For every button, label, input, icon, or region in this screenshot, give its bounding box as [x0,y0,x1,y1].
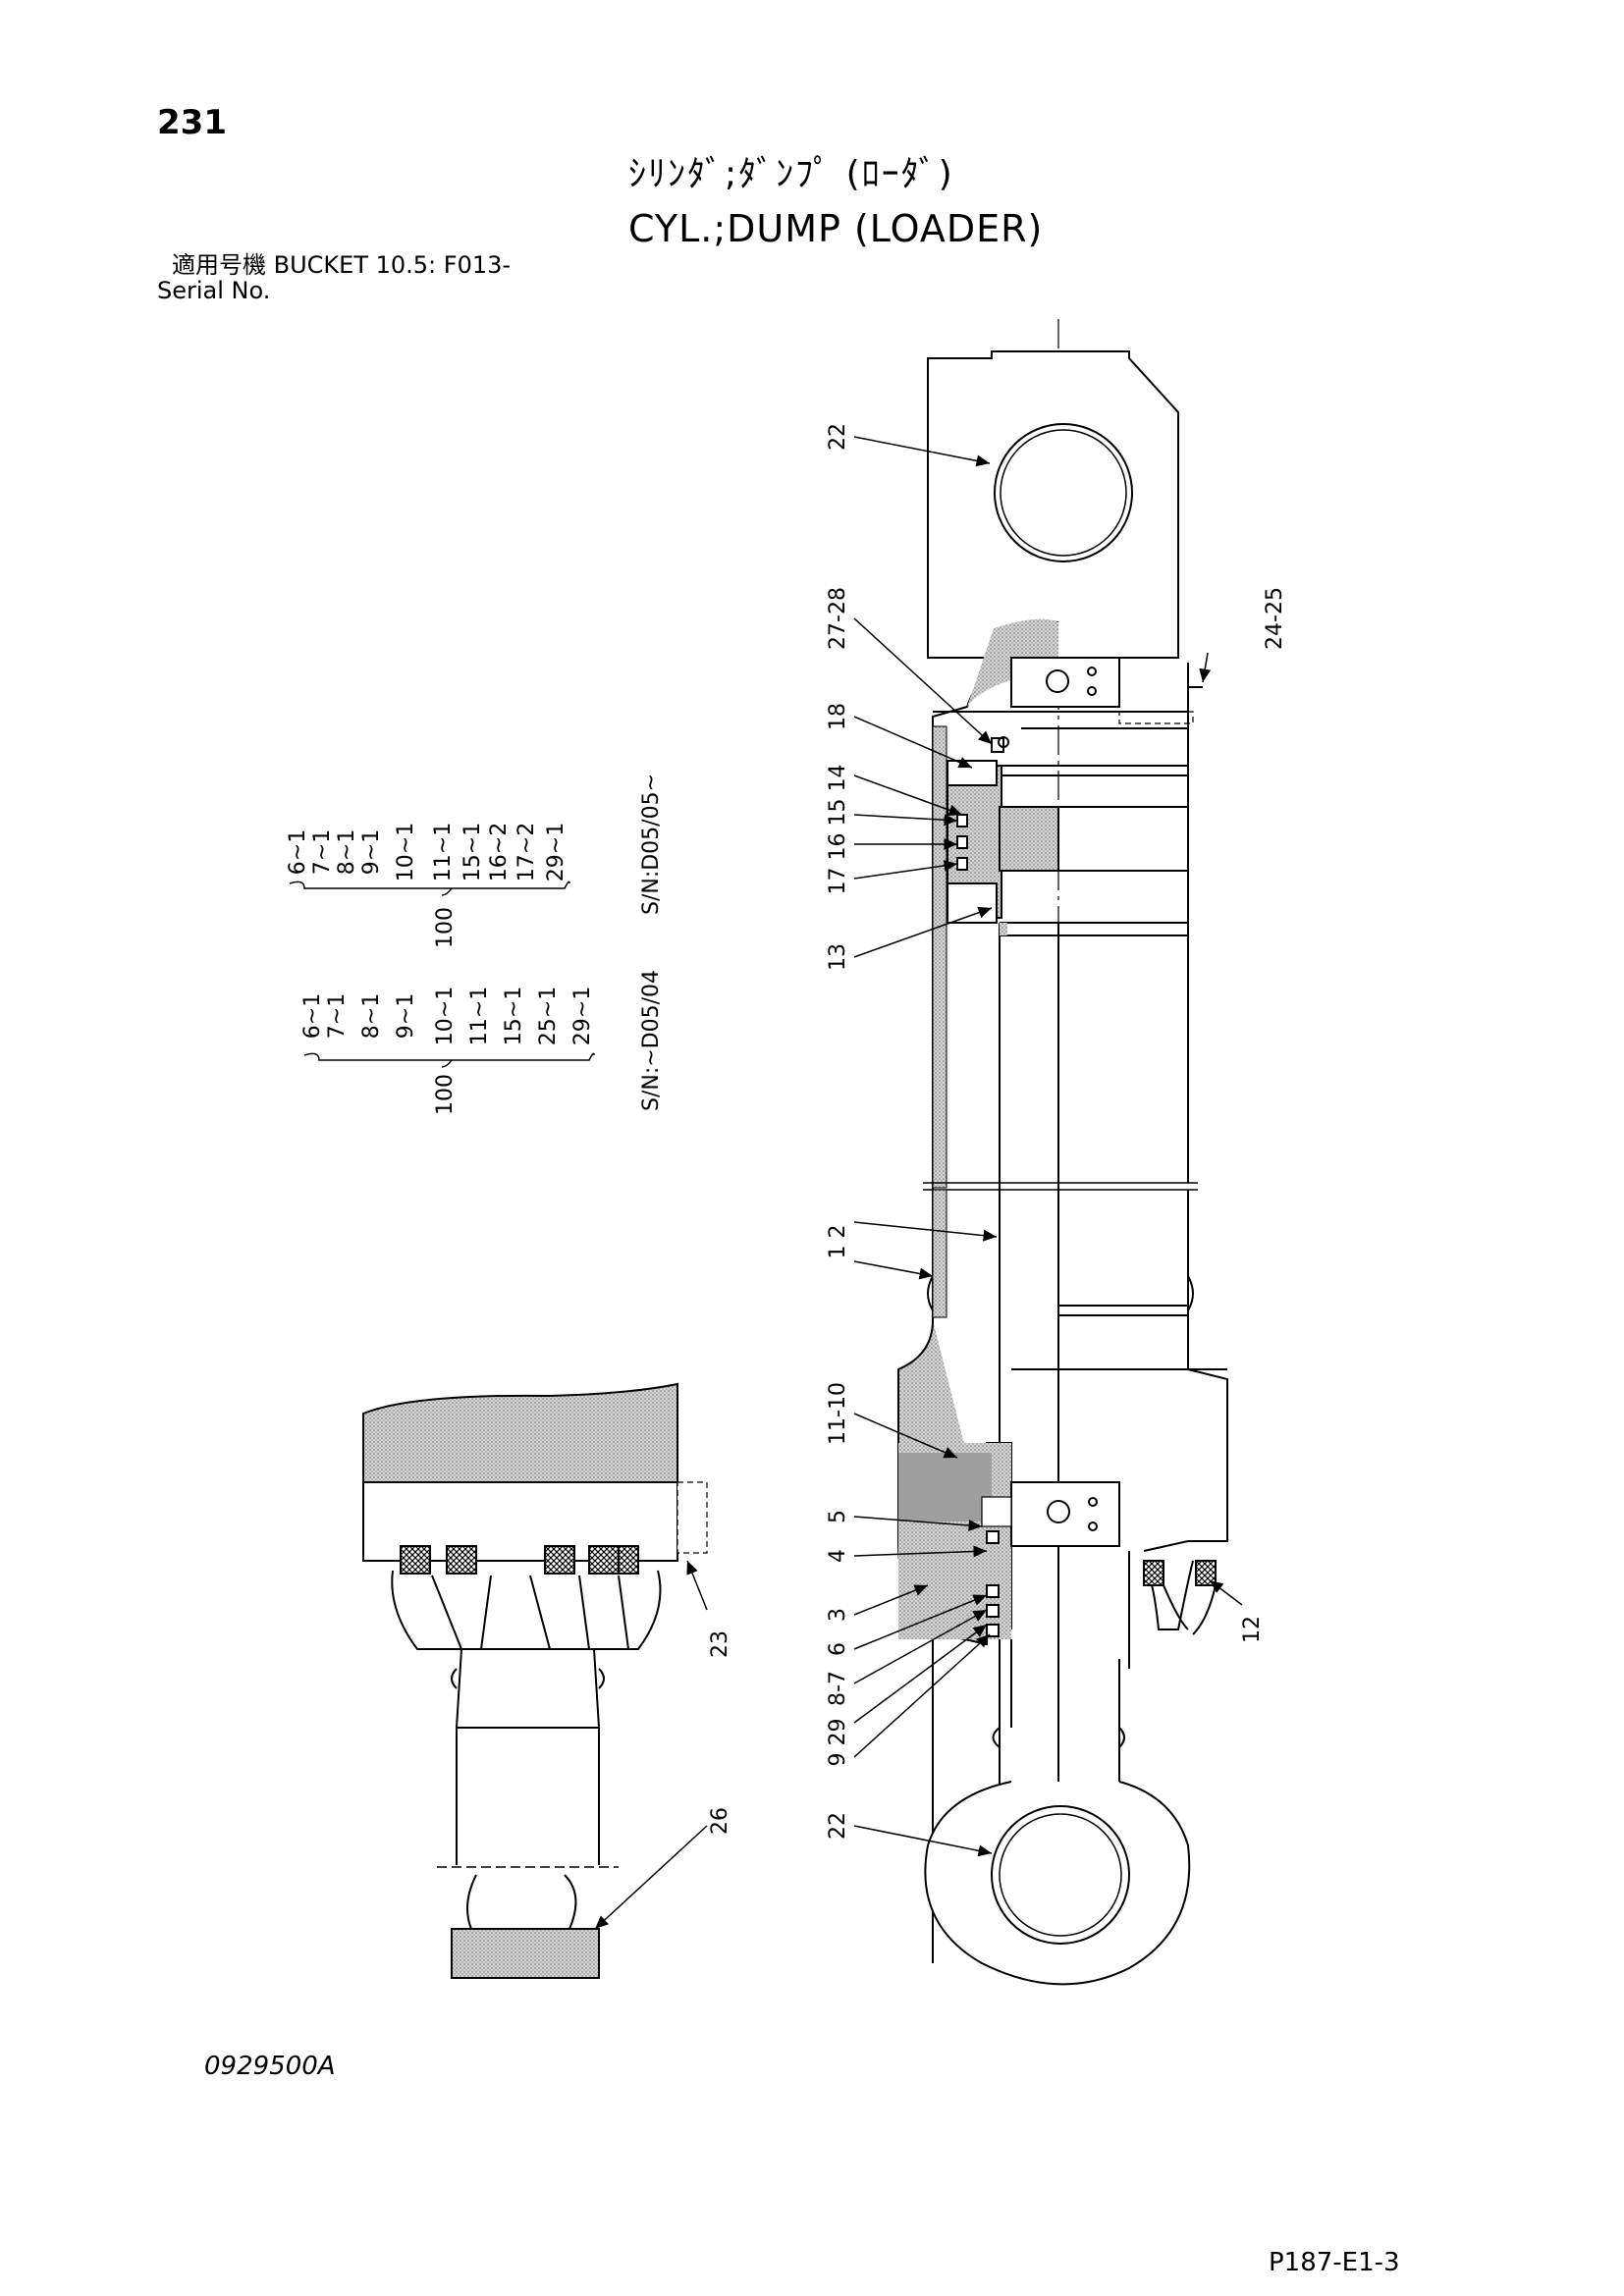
rod-wiper-ring [1143,1560,1217,1635]
page-number: 231 [157,103,227,142]
drawing-number: 0929500A [204,2052,336,2081]
callout-13: 13 [826,943,850,971]
page-code: P187-E1-3 [1269,2248,1400,2277]
serial-range: S/N:~D05/04 [639,970,664,1111]
kit-item: 29~1 [544,823,568,881]
kit-item: 9~1 [359,829,384,875]
cylinder-assembly [897,319,1228,1986]
callout-11-10: 11-10 [826,1382,850,1445]
callout-3: 3 [826,1608,850,1622]
seal-kit-list-new: 6~1 7~1 8~1 9~1 10~1 11~1 15~1 16~2 17~2… [286,774,664,948]
kit-item: 10~1 [394,823,418,881]
callout-15-14: 15 14 [826,765,850,827]
kit-item: 7~1 [325,993,350,1039]
kit-item: 17~2 [514,823,539,881]
applicable-model-label: 適用号機 BUCKET 10.5: F013- [172,251,512,279]
kit-number: 100 [433,907,458,948]
boot-seal-rings [400,1545,639,1575]
kit-item: 6~1 [300,993,325,1039]
kit-item: 11~1 [431,823,456,881]
kit-item: 29~1 [570,987,595,1045]
callout-23: 23 [708,1630,732,1658]
callout-17-16: 17 16 [826,833,850,895]
kit-item: 15~1 [460,823,485,881]
kit-item: 9~1 [394,993,418,1039]
callout-labels: 22 27-28 18 15 14 17 16 13 24-25 1 2 11-… [708,423,1287,1840]
kit-item: 6~1 [286,829,310,875]
callout-5: 5 [826,1510,850,1523]
callout-6: 6 [826,1642,850,1656]
kit-item: 25~1 [536,987,561,1045]
boot-detail-view [362,1382,708,1979]
callout-22-bottom: 22 [826,1812,850,1840]
callout-12: 12 [1240,1616,1265,1643]
kit-item: 7~1 [310,829,335,875]
page-title-japanese: ｼﾘﾝﾀﾞ;ﾀﾞﾝﾌﾟ (ﾛｰﾀﾞ) [628,154,954,194]
kit-item: 8~1 [359,993,384,1039]
kit-item: 16~2 [487,823,512,881]
piston-seal-block [947,765,1002,919]
callout-9-29: 9 29 [826,1719,850,1767]
kit-item: 8~1 [335,829,359,875]
top-clevis [927,350,1179,659]
callout-24-25: 24-25 [1263,587,1287,650]
callout-27-28: 27-28 [826,587,850,650]
page-title: CYL.;DUMP (LOADER) [628,207,1044,250]
kit-number: 100 [433,1074,458,1115]
kit-item: 10~1 [433,987,458,1045]
callout-22-top: 22 [826,423,850,451]
callout-18: 18 [826,703,850,730]
seal-kit-list-old: 6~1 7~1 8~1 9~1 10~1 11~1 15~1 25~1 29~1… [300,970,664,1115]
callout-leaders [594,436,1243,1930]
serial-range: S/N:D05/05~ [639,774,664,915]
callout-8-7: 8-7 [826,1671,850,1706]
callout-1-2: 1 2 [826,1225,850,1259]
callout-4: 4 [826,1549,850,1563]
kit-item: 11~1 [467,987,492,1045]
kit-item: 15~1 [502,987,526,1045]
rod-eye [924,1781,1191,1986]
callout-26: 26 [708,1807,732,1835]
serial-number-label: Serial No. [157,277,271,304]
